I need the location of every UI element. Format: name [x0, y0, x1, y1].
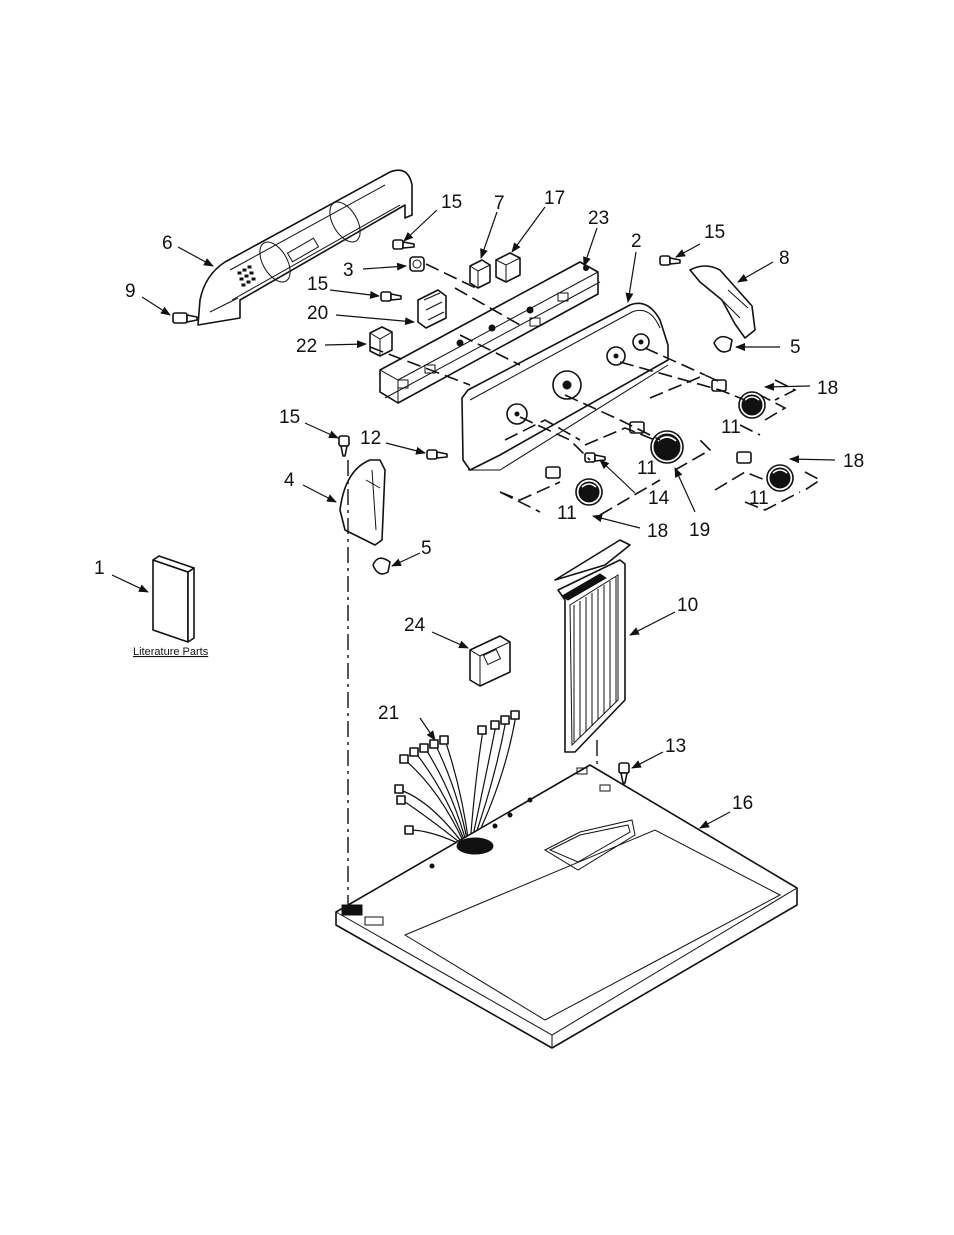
- end-cap-8: [690, 266, 755, 338]
- callout-3: 3: [343, 260, 354, 281]
- literature-parts-label: Literature Parts: [133, 646, 209, 658]
- knob-right-lower: [737, 452, 793, 491]
- callout-19: 19: [689, 520, 710, 541]
- callout-12: 12: [360, 428, 381, 449]
- callout-22: 22: [296, 336, 317, 357]
- knob-right-upper: [712, 380, 765, 418]
- switch-20: [418, 290, 446, 328]
- clip-5-right: [714, 337, 732, 352]
- callout-7: 7: [494, 193, 505, 214]
- callout-21: 21: [378, 703, 399, 724]
- callout-10: 10: [677, 595, 698, 616]
- control-board-24: [470, 636, 510, 686]
- rear-control-panel: [198, 170, 412, 325]
- callout-11-upper-right: 11: [721, 417, 741, 438]
- callout-11-lower-right: 11: [749, 488, 769, 509]
- callout-23: 23: [588, 208, 609, 229]
- screw-15-right: [660, 256, 680, 265]
- callout-11-center: 11: [637, 458, 657, 479]
- lint-screen-10: [555, 540, 630, 752]
- callout-11-lower-left: 11: [557, 503, 577, 524]
- callout-13: 13: [665, 736, 686, 757]
- literature-parts: [153, 556, 194, 642]
- callout-16: 16: [732, 793, 753, 814]
- switch-17: [496, 253, 520, 282]
- switch-7: [470, 260, 490, 288]
- callout-2: 2: [631, 231, 642, 252]
- callout-14: 14: [648, 488, 670, 509]
- screw-15-middle: [381, 292, 401, 301]
- push-button-3: [410, 257, 424, 271]
- callout-1: 1: [94, 558, 105, 579]
- callout-17: 17: [544, 188, 565, 209]
- callout-8: 8: [779, 248, 790, 269]
- callout-24: 24: [404, 615, 426, 636]
- callout-5-right: 5: [790, 337, 801, 358]
- callout-18-lower: 18: [647, 521, 668, 542]
- callout-15-right: 15: [704, 222, 725, 243]
- screw-15-left: [339, 436, 349, 456]
- callout-18-right: 18: [843, 451, 864, 472]
- callout-9: 9: [125, 281, 136, 302]
- knob-left-lower: [546, 467, 602, 505]
- screw-13: [619, 763, 629, 783]
- screw-15-upper: [393, 240, 414, 249]
- callout-15-left: 15: [279, 407, 300, 428]
- screw-9: [173, 313, 197, 323]
- callout-20: 20: [307, 303, 328, 324]
- end-cap-4: [340, 460, 385, 545]
- screw-12: [427, 450, 447, 459]
- clip-5-left: [373, 558, 390, 574]
- top-panel-16: [336, 765, 797, 1048]
- callout-4: 4: [284, 470, 295, 491]
- callout-5-left: 5: [421, 538, 432, 559]
- callout-6: 6: [162, 233, 173, 254]
- callout-15-top: 15: [441, 192, 462, 213]
- callout-18-upper: 18: [817, 378, 838, 399]
- callout-15-middle: 15: [307, 274, 328, 295]
